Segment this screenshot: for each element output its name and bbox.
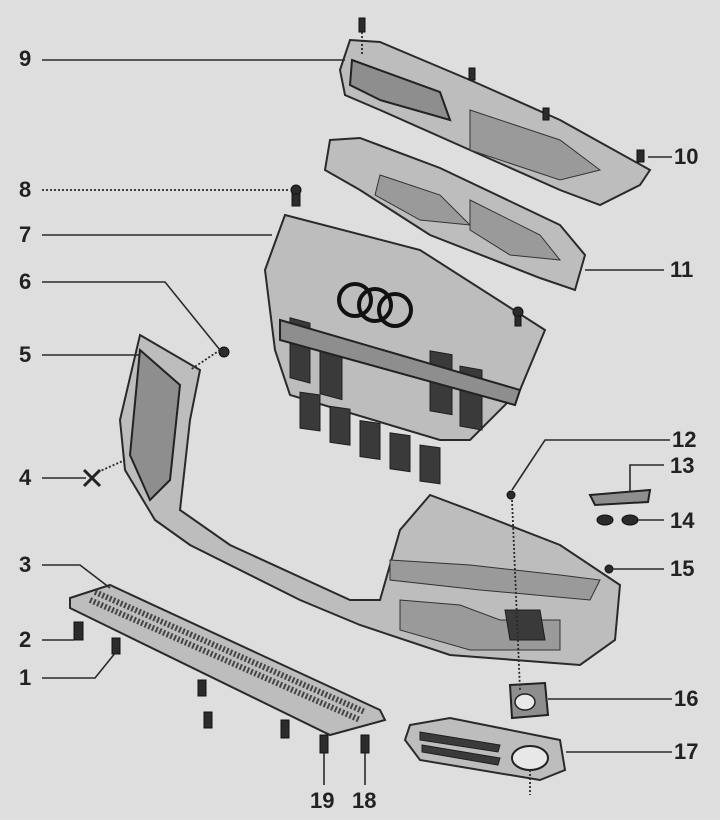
grille-emblem-icon	[337, 282, 413, 328]
part-9-screws	[358, 17, 645, 163]
part-8-clip	[290, 184, 302, 207]
callout-14: 14	[670, 508, 695, 533]
callout-16: 16	[674, 686, 699, 711]
callout-4: 4	[19, 465, 32, 490]
callout-3: 3	[19, 552, 32, 577]
callout-5: 5	[19, 342, 32, 367]
callout-7: 7	[19, 222, 32, 247]
callout-17: 17	[674, 739, 699, 764]
callout-2: 2	[19, 627, 32, 652]
callout-13: 13	[670, 453, 695, 478]
callout-10: 10	[674, 144, 699, 169]
part-17-fog-grille	[403, 716, 567, 782]
part-13-bracket	[588, 488, 652, 507]
callout-15: 15	[670, 556, 695, 581]
part-11-air-duct	[323, 136, 587, 292]
part-12-clip	[506, 490, 516, 500]
callout-8: 8	[19, 177, 32, 202]
grille-side-clip	[512, 306, 524, 327]
part-14-nuts	[596, 514, 639, 526]
part-6-clip	[218, 346, 230, 358]
callout-11: 11	[670, 257, 694, 282]
part-15-clip	[604, 564, 614, 574]
callout-6: 6	[19, 269, 32, 294]
part-16-fog-lamp	[508, 681, 550, 720]
leader-lines	[42, 32, 672, 795]
part-5-bumper-cover	[118, 333, 622, 667]
callout-12: 12	[672, 427, 697, 452]
part-7-radiator-grille	[263, 213, 547, 485]
callout-18: 18	[352, 788, 377, 813]
part-4-clip	[82, 468, 102, 488]
part-3-lower-grille	[69, 583, 387, 737]
callout-9: 9	[19, 46, 32, 71]
part-9-upper-bracket	[338, 38, 652, 207]
callout-1: 1	[19, 665, 32, 690]
callout-19: 19	[310, 788, 335, 813]
